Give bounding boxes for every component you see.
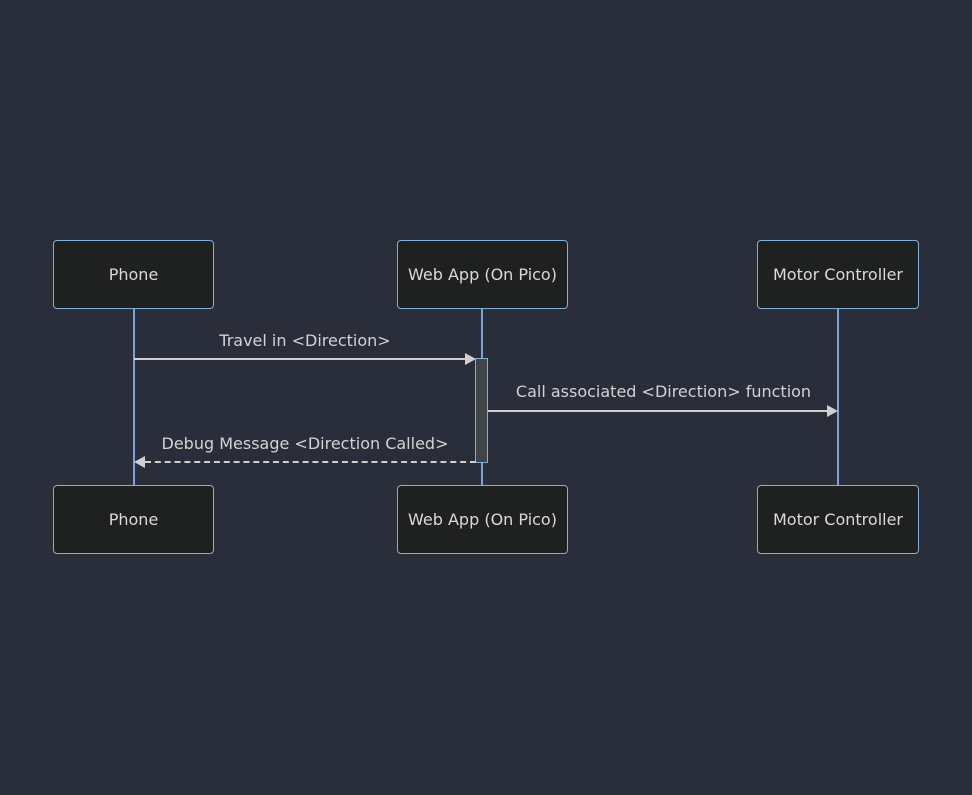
actor-label: Motor Controller (772, 510, 904, 529)
activation-bar-webapp (475, 358, 488, 463)
message-line-call-function (488, 410, 827, 412)
actor-top-webapp: Web App (On Pico) (397, 240, 568, 309)
arrowhead-left-icon (134, 456, 145, 468)
lifeline-phone (133, 309, 135, 485)
message-label-travel: Travel in <Direction> (219, 331, 391, 350)
actor-label: Phone (108, 510, 159, 529)
message-line-travel (134, 358, 467, 360)
actor-label: Motor Controller (772, 265, 904, 284)
message-label-call-function: Call associated <Direction> function (515, 382, 812, 401)
actor-label: Phone (108, 265, 159, 284)
message-label-debug: Debug Message <Direction Called> (161, 434, 449, 453)
actor-label: Web App (On Pico) (408, 265, 557, 284)
arrowhead-right-icon (465, 353, 476, 365)
arrowhead-right-icon (827, 405, 838, 417)
actor-label: Web App (On Pico) (408, 510, 557, 529)
actor-top-motor: Motor Controller (757, 240, 919, 309)
actor-bottom-phone: Phone (53, 485, 214, 554)
actor-bottom-webapp: Web App (On Pico) (397, 485, 568, 554)
lifeline-motor (837, 309, 839, 485)
message-line-debug (145, 461, 476, 463)
actor-bottom-motor: Motor Controller (757, 485, 919, 554)
actor-top-phone: Phone (53, 240, 214, 309)
